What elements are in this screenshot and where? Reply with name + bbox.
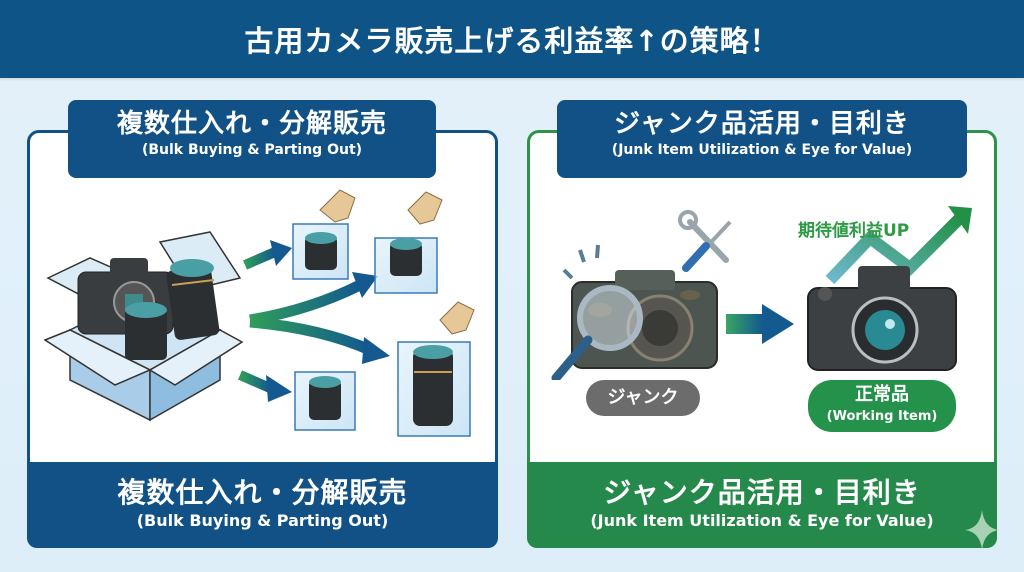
bulk-buying-footer-jp: 複数仕入れ・分解販売 bbox=[117, 476, 408, 509]
bulk-buying-footer-en: (Bulk Buying & Parting Out) bbox=[136, 511, 389, 530]
profit-up-arrow-icon bbox=[825, 206, 972, 285]
junk-item-tab: ジャンク品活用・目利き (Junk Item Utilization & Eye… bbox=[557, 100, 967, 178]
right-arrow-icon bbox=[726, 304, 794, 344]
junk-to-working-illustration bbox=[551, 206, 972, 380]
bulk-buying-footer: 複数仕入れ・分解販売 (Bulk Buying & Parting Out) bbox=[27, 462, 498, 548]
sparkle-icon bbox=[965, 510, 999, 550]
lens-in-box-icon bbox=[294, 371, 356, 431]
page-title: 古用カメラ販売上げる利益率↑の策略！ bbox=[244, 24, 780, 58]
lens-in-box-icon bbox=[374, 191, 443, 294]
working-item-label-jp: 正常品 bbox=[855, 384, 909, 405]
junk-item-footer-en: (Junk Item Utilization & Eye for Value) bbox=[590, 511, 934, 530]
split-arrows-icon bbox=[238, 240, 390, 402]
magnifying-glass-icon bbox=[551, 244, 643, 380]
bulk-buying-title-jp: 複数仕入れ・分解販売 bbox=[116, 109, 387, 139]
working-camera-icon bbox=[807, 266, 957, 371]
junk-item-title-jp: ジャンク品活用・目利き bbox=[614, 109, 910, 139]
bulk-parting-illustration bbox=[43, 189, 475, 437]
junk-item-title-en: (Junk Item Utilization & Eye for Value) bbox=[611, 142, 913, 158]
junk-badge: ジャンク bbox=[586, 380, 700, 416]
wrench-screwdriver-icon bbox=[678, 210, 732, 272]
bulk-buying-tab: 複数仕入れ・分解販売 (Bulk Buying & Parting Out) bbox=[68, 100, 436, 178]
lens-in-box-icon bbox=[292, 189, 356, 280]
working-item-label-en: (Working Item) bbox=[826, 409, 938, 424]
junk-item-footer: ジャンク品活用・目利き (Junk Item Utilization & Eye… bbox=[527, 462, 997, 548]
working-item-badge: 正常品 (Working Item) bbox=[808, 380, 956, 432]
bulk-buying-title-en: (Bulk Buying & Parting Out) bbox=[141, 142, 363, 158]
profit-up-label: 期待値利益UP bbox=[798, 221, 910, 241]
zoom-lens-in-box-icon bbox=[397, 301, 475, 437]
junk-item-footer-jp: ジャンク品活用・目利き bbox=[603, 476, 921, 509]
lens-icon bbox=[125, 259, 220, 360]
page-header: 古用カメラ販売上げる利益率↑の策略！ bbox=[0, 0, 1024, 78]
